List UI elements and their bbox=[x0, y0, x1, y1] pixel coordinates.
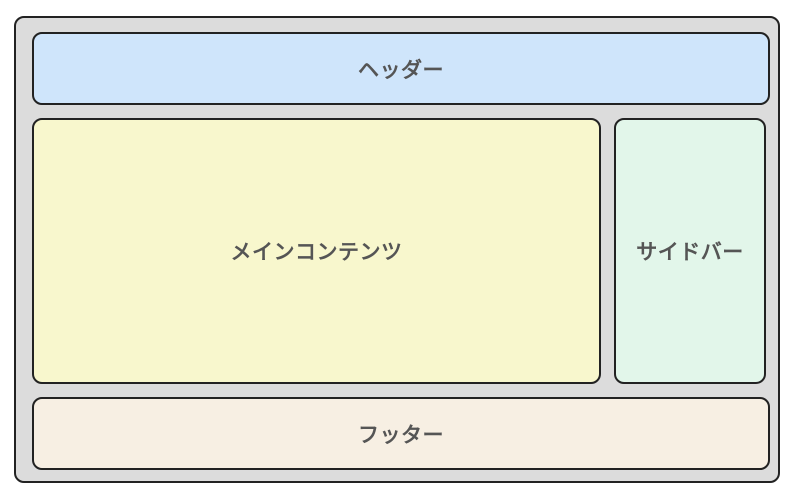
sidebar-label: サイドバー bbox=[636, 240, 744, 264]
main-content-label: メインコンテンツ bbox=[230, 240, 403, 264]
footer-label: フッター bbox=[358, 422, 444, 447]
header-region: ヘッダー bbox=[32, 32, 770, 105]
sidebar-region: サイドバー bbox=[614, 118, 766, 384]
header-label: ヘッダー bbox=[358, 57, 444, 82]
main-content-region: メインコンテンツ bbox=[32, 118, 601, 384]
footer-region: フッター bbox=[32, 397, 770, 470]
